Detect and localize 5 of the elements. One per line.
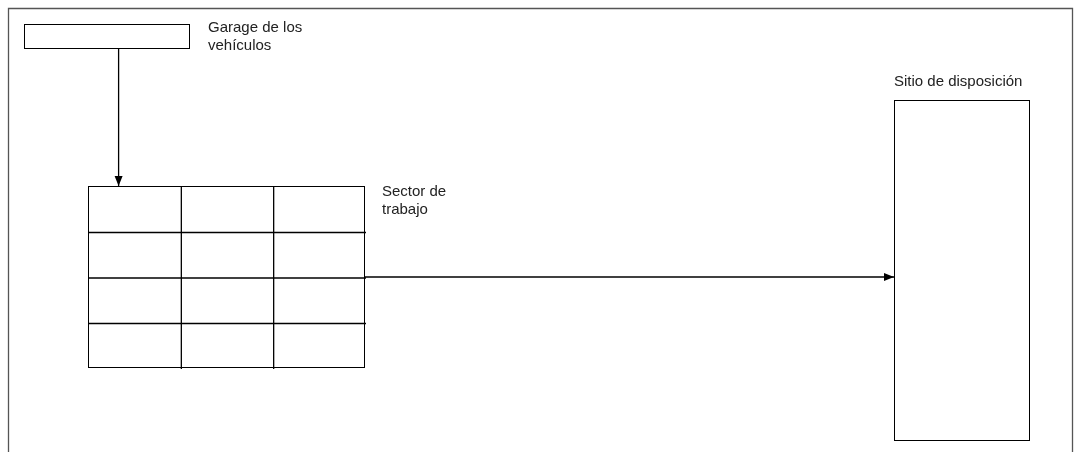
node-label: Sitio de disposición — [894, 72, 1024, 90]
node-label: Sector de trabajo — [382, 182, 448, 218]
arrow — [114, 48, 123, 187]
node-label: Garage de los vehículos — [208, 18, 304, 54]
arrow — [364, 273, 895, 281]
